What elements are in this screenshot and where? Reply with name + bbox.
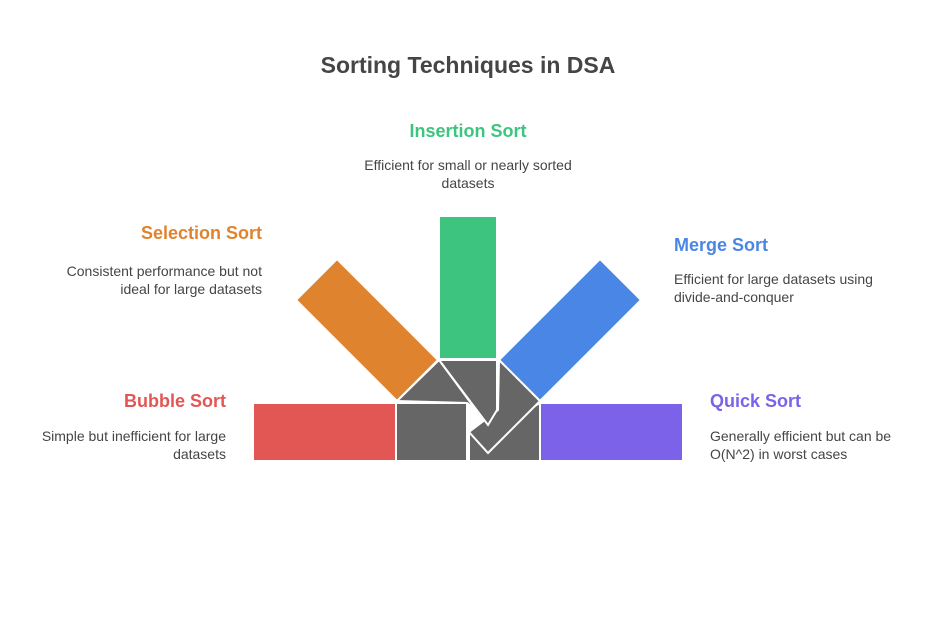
quick-sort-bar	[539, 402, 684, 462]
hub-segment-bubble	[395, 402, 468, 462]
selection-sort-description: Consistent performance but not ideal for…	[66, 263, 262, 297]
quick-sort-label: Quick Sort	[710, 391, 802, 411]
hub-segment-selection	[394, 358, 477, 411]
bubble-sort-label: Bubble Sort	[124, 391, 226, 411]
quick-sort-description: Generally efficient but can be O(N^2) in…	[710, 428, 892, 462]
insertion-sort-bar	[438, 215, 498, 360]
merge-sort-description: Efficient for large datasets using divid…	[674, 271, 873, 305]
insertion-sort-description: Efficient for small or nearly sorted dat…	[364, 157, 572, 191]
merge-sort-bar	[497, 257, 643, 403]
diagram-title: Sorting Techniques in DSA	[320, 52, 616, 78]
selection-sort-bar	[294, 257, 440, 403]
merge-sort-label: Merge Sort	[674, 235, 769, 255]
bubble-sort-description: Simple but inefficient for large dataset…	[41, 428, 226, 462]
bubble-sort-bar	[252, 402, 397, 462]
hub-segment-merge	[467, 357, 542, 455]
insertion-sort-label: Insertion Sort	[409, 121, 527, 141]
selection-sort-label: Selection Sort	[140, 223, 262, 243]
